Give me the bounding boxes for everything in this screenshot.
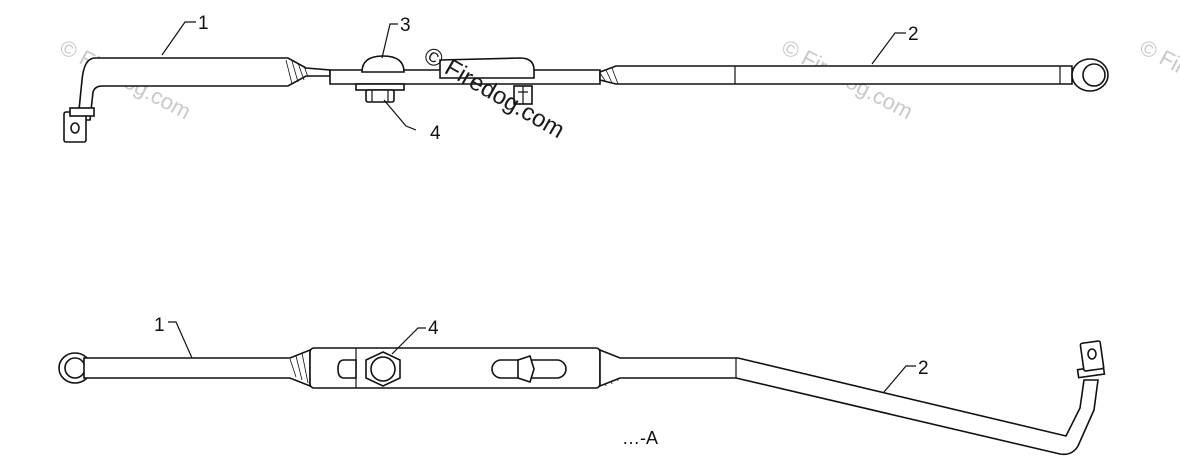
bottom-rod-1 (83, 348, 311, 388)
bottom-callout-1: 1 (154, 315, 165, 336)
top-callout-3: 3 (400, 15, 411, 36)
drawing-code: …-A (622, 428, 658, 448)
bottom-rod-2 (599, 348, 1099, 456)
top-rod-2-end-eye-inner (1082, 63, 1106, 87)
top-rod-2-sleeve (439, 57, 535, 79)
top-rod-1-end-hole (70, 122, 80, 134)
top-part-3-dome (361, 55, 405, 73)
top-callout-2: 2 (908, 24, 919, 45)
top-callout-4: 4 (430, 123, 441, 144)
bottom-assembly (58, 340, 1106, 456)
bottom-callouts: 1 2 4 (154, 315, 929, 393)
bottom-key (517, 354, 535, 384)
top-callouts: 1 2 3 4 (161, 13, 919, 144)
bottom-rod-1-end-eye-inner (64, 357, 86, 379)
bottom-part-4-washer (370, 356, 396, 382)
bottom-rod-2-end-hole (1087, 348, 1097, 360)
watermark-right: © Firedog.com (1136, 34, 1180, 124)
top-rod-1 (77, 57, 331, 121)
top-part-4-washer (355, 83, 405, 91)
top-rod-1-collar (69, 107, 95, 117)
top-part-4-nut (365, 89, 395, 103)
watermark-main: © Firedog.com (419, 42, 569, 144)
bottom-callout-2: 2 (918, 358, 929, 379)
bottom-callout-4: 4 (428, 318, 439, 339)
top-rod-2 (599, 65, 1073, 85)
top-callout-1: 1 (198, 13, 209, 34)
bottom-slot-left (337, 359, 357, 379)
top-assembly (63, 55, 1109, 143)
